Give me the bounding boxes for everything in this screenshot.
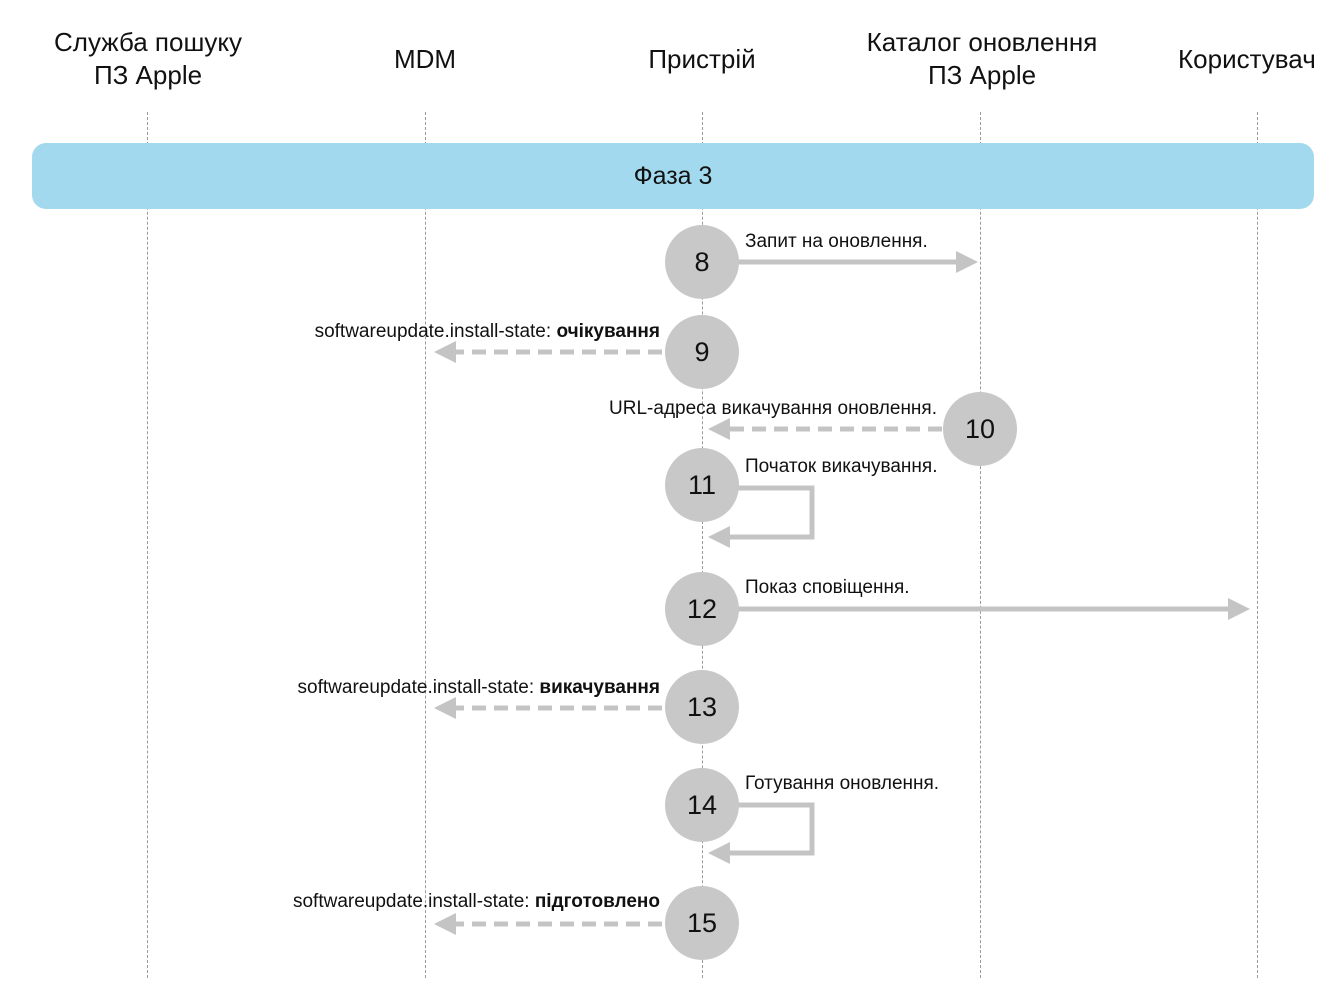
step-number: 15 [686,907,718,938]
step-number: 14 [686,789,718,820]
step-13-label: softwareupdate.install-state: викачуванн… [298,677,660,699]
step-number: 8 [694,246,710,277]
message-text: Готування оновлення. [745,773,940,794]
message-text: softwareupdate.install-state: [314,321,557,342]
arrow-step-11-self-loop [708,485,815,548]
message-text: URL-адреса викачування оновлення. [609,398,937,419]
step-number: 12 [686,593,718,624]
step-12-label: Показ сповіщення. [745,577,910,599]
step-number: 10 [964,413,996,444]
step-15-label: softwareupdate.install-state: підготовле… [293,891,660,913]
phase-label: Фаза 3 [633,161,713,190]
lifeline-user [1257,112,1258,978]
step-15-circle: 15 [665,886,739,960]
message-text: Запит на оновлення. [745,231,928,252]
step-12-circle: 12 [665,572,739,646]
step-8-label: Запит на оновлення. [745,231,928,253]
arrow-step-12 [738,598,1250,620]
step-number: 13 [686,691,718,722]
message-text: Показ сповіщення. [745,577,910,598]
step-8-circle: 8 [665,225,739,299]
lane-title-line1: Користувач [1178,44,1316,74]
arrow-step-9 [434,341,662,363]
step-9-circle: 9 [665,315,739,389]
arrow-step-14-self-loop [708,802,815,864]
lane-title-user: Користувач [1178,43,1343,76]
message-text: Початок викачування. [745,456,938,477]
lane-title-update-catalog: Каталог оновлення ПЗ Apple [842,26,1122,92]
message-text: softwareupdate.install-state: [297,677,540,698]
step-11-label: Початок викачування. [745,456,938,478]
lifeline-update-catalog [980,112,981,978]
step-13-circle: 13 [665,670,739,744]
lane-title-line2: ПЗ Apple [93,60,203,90]
lane-title-apple-lookup: Служба пошуку ПЗ Apple [28,26,268,92]
lane-title-line1: Служба пошуку [54,27,242,57]
step-number: 11 [687,469,717,500]
lifeline-device [702,112,703,978]
message-text: softwareupdate.install-state: [292,891,535,912]
step-11-circle: 11 [665,448,739,522]
step-10-circle: 10 [943,392,1017,466]
arrow-step-15 [434,913,662,935]
lifeline-apple-lookup [147,112,148,978]
install-state-value: викачування [539,677,660,698]
lane-title-line1: Каталог оновлення [866,27,1098,57]
step-10-label: URL-адреса викачування оновлення. [609,398,937,420]
lane-title-line2: ПЗ Apple [927,60,1037,90]
step-14-label: Готування оновлення. [745,773,939,795]
phase-band: Фаза 3 [32,143,1314,209]
step-9-label: softwareupdate.install-state: очікування [315,321,660,343]
arrow-step-8 [738,251,978,273]
lifeline-mdm [425,112,426,978]
lane-title-line1: MDM [393,44,457,74]
step-14-circle: 14 [665,768,739,842]
lane-title-mdm: MDM [325,43,525,76]
install-state-value: очікування [556,321,660,342]
arrow-step-10 [708,418,942,440]
install-state-value: підготовлено [534,891,660,912]
lane-title-device: Пристрій [602,43,802,76]
arrow-step-13 [434,697,662,719]
step-number: 9 [694,336,710,367]
lane-title-line1: Пристрій [648,44,756,74]
